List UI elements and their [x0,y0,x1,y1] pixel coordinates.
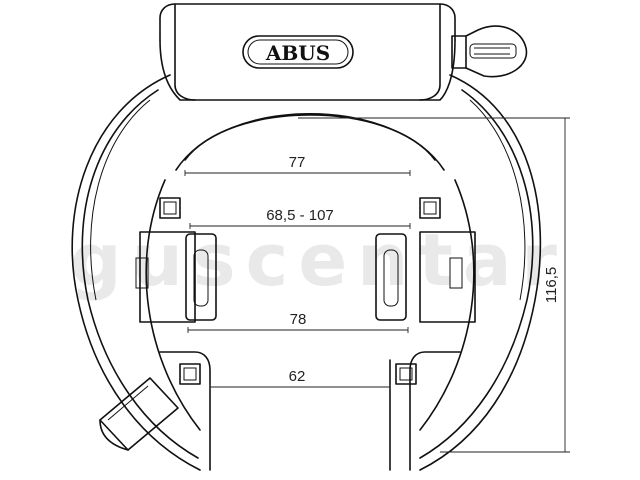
latch-left [135,231,217,323]
dimension-width-top: 77 [184,154,411,176]
dimension-height: 116,5 [298,117,570,453]
lock-inner-ring [145,113,475,431]
shackle-lever [99,377,179,451]
dimension-width-bottom: 62 [209,368,391,390]
dimension-width-range: 68,5 - 107 [189,207,411,229]
lock-feet [159,351,461,471]
lock-outer-ring [71,74,542,471]
abus-logo: ABUS [242,35,354,69]
svg-text:116,5: 116,5 [543,267,560,303]
svg-text:78: 78 [290,311,307,328]
latch-right [375,231,476,323]
watermark-text: guscentar [70,218,567,302]
svg-text:ABUS: ABUS [265,41,330,65]
dimension-width-mid: 78 [187,311,409,333]
bolts [159,197,441,385]
lock-housing [159,3,456,101]
svg-text:68,5 - 107: 68,5 - 107 [266,207,334,224]
svg-text:77: 77 [289,154,306,171]
key-icon [451,25,528,78]
svg-text:62: 62 [289,368,306,385]
